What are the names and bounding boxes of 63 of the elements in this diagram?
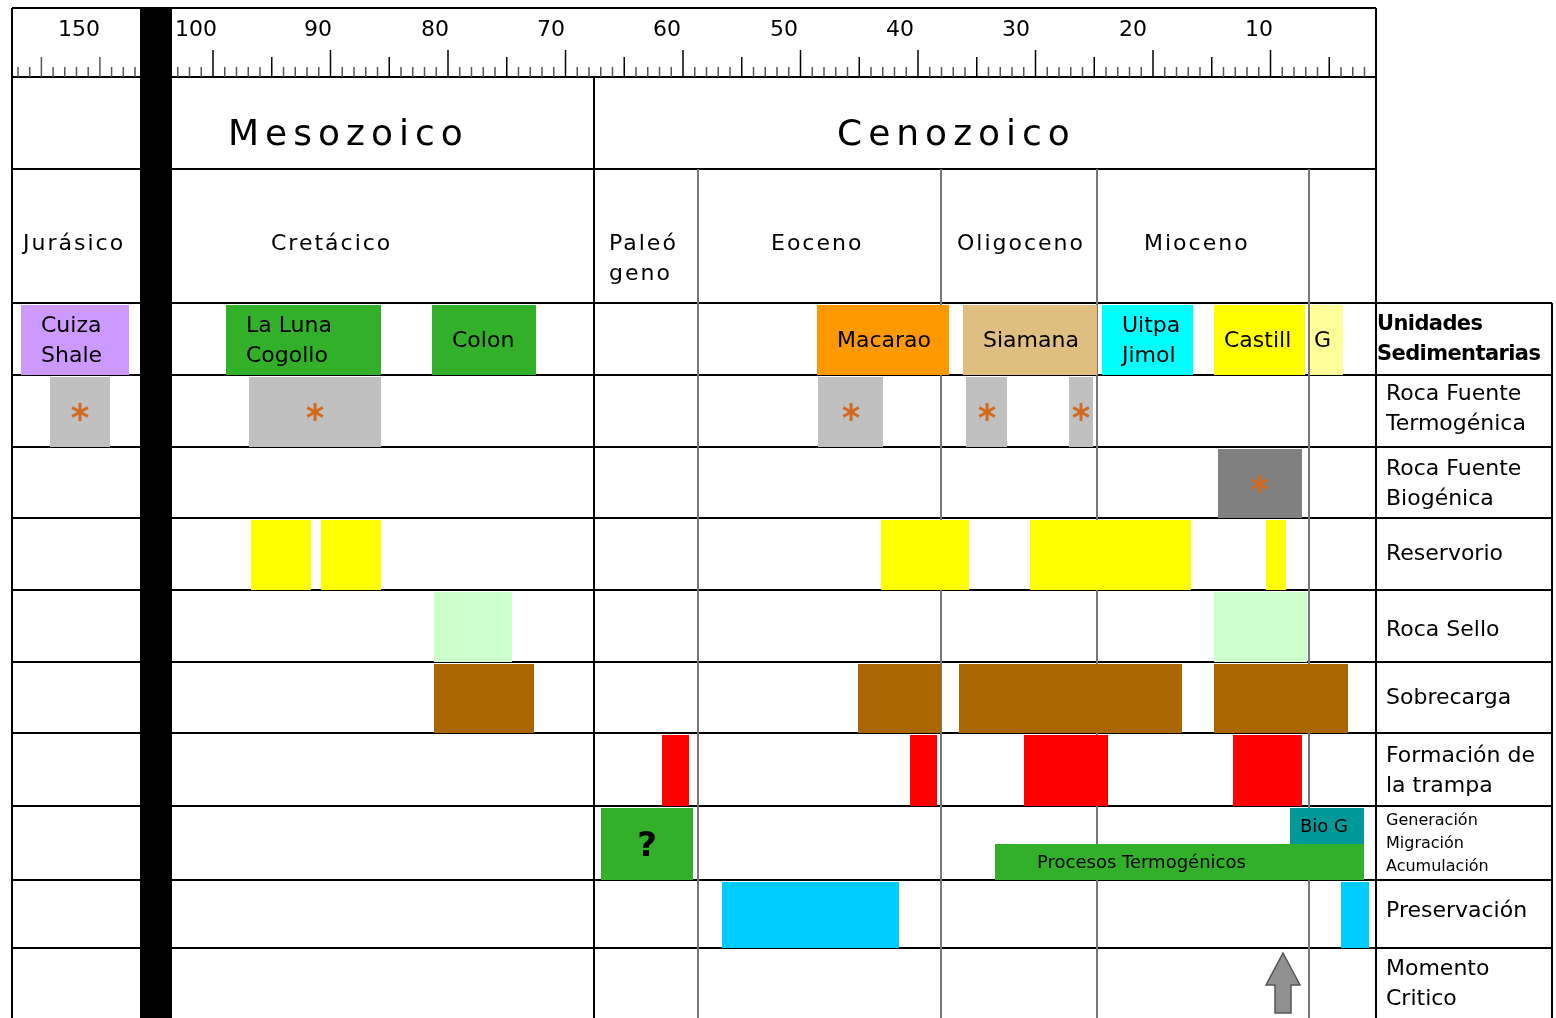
event-bar xyxy=(662,735,689,806)
event-bar xyxy=(966,377,1007,447)
event-bar xyxy=(1266,520,1286,590)
row-header: Roca Fuente Termogénica xyxy=(1386,379,1527,437)
event-bar xyxy=(1214,664,1348,733)
row-header: Unidades Sedimentarias xyxy=(1377,310,1542,367)
event-bar xyxy=(1233,735,1302,806)
unit-box: Macarao xyxy=(817,305,949,375)
row-header: Roca Sello xyxy=(1386,615,1501,643)
axis-tick-label: 80 xyxy=(420,15,449,43)
period-label: Cretácico xyxy=(271,229,394,257)
axis-tick-label: 100 xyxy=(174,15,217,43)
era-label: Mesozoico xyxy=(228,111,470,155)
period-label: Jurásico xyxy=(23,229,127,257)
period-label: Oligoceno xyxy=(957,229,1086,257)
event-bar xyxy=(1024,735,1108,806)
unit-box: G xyxy=(1310,305,1343,375)
axis-tick-label: 150 xyxy=(58,15,98,43)
event-bar xyxy=(434,664,534,733)
row-header: Sobrecarga xyxy=(1386,683,1513,711)
event-bar xyxy=(249,377,381,447)
unit-box: La Luna Cogollo xyxy=(226,305,381,375)
unknown-event-box: ? xyxy=(601,808,693,880)
event-bar xyxy=(1218,449,1302,518)
process-bar: Bio G xyxy=(1290,808,1364,844)
row-header: Momento Critico xyxy=(1386,954,1491,1012)
event-bar xyxy=(1214,592,1307,662)
unit-box: Siamana xyxy=(963,305,1097,375)
event-bar xyxy=(1341,882,1369,948)
event-bar xyxy=(722,882,899,948)
period-label: Mioceno xyxy=(1144,229,1251,257)
period-label: Eoceno xyxy=(771,229,865,257)
unit-box: Colon xyxy=(432,305,536,375)
row-header: Formación de la trampa xyxy=(1386,741,1536,799)
era-label: Cenozoico xyxy=(837,111,1077,155)
event-bar xyxy=(959,664,1182,733)
axis-tick-label: 60 xyxy=(652,15,681,43)
axis-tick-label: 30 xyxy=(1001,15,1030,43)
event-bar xyxy=(321,520,381,590)
event-bar xyxy=(1069,377,1093,447)
event-bar xyxy=(1030,520,1191,590)
event-bar xyxy=(818,377,883,447)
event-bar xyxy=(434,592,512,662)
row-header: Preservación xyxy=(1386,896,1529,924)
axis-tick-label: 10 xyxy=(1244,15,1273,43)
axis-tick-label: 50 xyxy=(769,15,798,43)
period-label: Paleó geno xyxy=(609,229,679,287)
event-bar xyxy=(910,735,937,806)
axis-tick-label: 20 xyxy=(1118,15,1147,43)
unit-box: Uitpa Jimol xyxy=(1102,305,1193,375)
event-bar xyxy=(50,377,110,447)
process-bar: Procesos Termogénicos xyxy=(995,844,1364,880)
axis-tick-label: 40 xyxy=(885,15,914,43)
axis-tick-label: 90 xyxy=(303,15,332,43)
event-bar xyxy=(858,664,941,733)
axis-tick-label: 70 xyxy=(536,15,565,43)
row-header: Generación Migración Acumulación xyxy=(1386,809,1490,877)
unit-box: Cuiza Shale xyxy=(21,305,129,375)
event-bar xyxy=(251,520,311,590)
row-header: Reservorio xyxy=(1386,539,1504,567)
unit-box: Castill xyxy=(1214,305,1305,375)
row-header: Roca Fuente Biogénica xyxy=(1386,454,1523,512)
event-bar xyxy=(881,520,969,590)
